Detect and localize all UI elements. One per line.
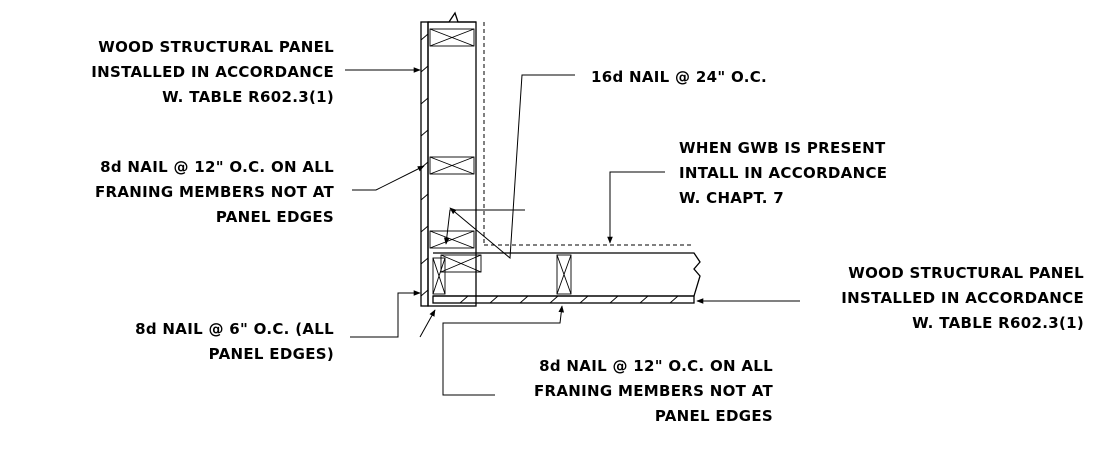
leader-8d-12-floor bbox=[442, 305, 565, 396]
wall-sheathing-hatch bbox=[420, 33, 429, 297]
callout-16d-nail-line1: 16d NAIL @ 24" O.C. bbox=[591, 68, 767, 86]
leader-16d-nail-2 bbox=[443, 209, 525, 245]
callout-wsp-floor: WOOD STRUCTURAL PANEL INSTALLED IN ACCOR… bbox=[841, 264, 1084, 332]
callout-8d-12-floor-line1: 8d NAIL @ 12" O.C. ON ALL bbox=[539, 357, 773, 375]
horizontal-member bbox=[432, 244, 701, 304]
callout-wsp-floor-line1: WOOD STRUCTURAL PANEL bbox=[848, 264, 1084, 282]
callout-8d-12-wall: 8d NAIL @ 12" O.C. ON ALL FRANING MEMBER… bbox=[95, 158, 334, 226]
floor-blocking bbox=[432, 254, 572, 295]
callout-8d-12-floor-line3: PANEL EDGES bbox=[655, 407, 773, 425]
vertical-wall bbox=[420, 11, 485, 307]
floor-sheathing-panel bbox=[432, 295, 695, 304]
leader-8d-6 bbox=[350, 290, 421, 338]
floor-sheathing-hatch bbox=[459, 295, 679, 304]
leader-lines bbox=[345, 67, 800, 396]
leader-8d-6-2 bbox=[419, 309, 436, 338]
callout-gwb: WHEN GWB IS PRESENT INTALL IN ACCORDANCE… bbox=[679, 139, 887, 207]
leader-16d-nail bbox=[449, 74, 575, 260]
callout-8d-12-wall-line3: PANEL EDGES bbox=[216, 208, 334, 226]
callout-gwb-line3: W. CHAPT. 7 bbox=[679, 189, 784, 207]
leader-gwb bbox=[607, 171, 665, 244]
callout-wsp-wall: WOOD STRUCTURAL PANEL INSTALLED IN ACCOR… bbox=[91, 38, 334, 106]
callout-wsp-floor-line2: INSTALLED IN ACCORDANCE bbox=[841, 289, 1084, 307]
callout-wsp-floor-line3: W. TABLE R602.3(1) bbox=[912, 314, 1084, 332]
callout-wsp-wall-line1: WOOD STRUCTURAL PANEL bbox=[98, 38, 334, 56]
break-line-top bbox=[428, 11, 476, 23]
callout-gwb-line1: WHEN GWB IS PRESENT bbox=[679, 139, 886, 157]
wall-stud bbox=[427, 21, 477, 307]
callout-8d-12-wall-line2: FRANING MEMBERS NOT AT bbox=[95, 183, 334, 201]
callout-16d-nail: 16d NAIL @ 24" O.C. bbox=[591, 68, 767, 86]
callout-8d-6: 8d NAIL @ 6" O.C. (ALL PANEL EDGES) bbox=[135, 320, 334, 363]
callout-8d-12-wall-line1: 8d NAIL @ 12" O.C. ON ALL bbox=[100, 158, 334, 176]
callout-8d-12-floor-line2: FRANING MEMBERS NOT AT bbox=[534, 382, 773, 400]
callout-gwb-line2: INTALL IN ACCORDANCE bbox=[679, 164, 887, 182]
callout-wsp-wall-line2: INSTALLED IN ACCORDANCE bbox=[91, 63, 334, 81]
leader-8d-12-wall bbox=[352, 165, 425, 191]
floor-joist bbox=[433, 252, 701, 297]
callout-8d-6-line1: 8d NAIL @ 6" O.C. (ALL bbox=[135, 320, 334, 338]
callout-wsp-wall-line3: W. TABLE R602.3(1) bbox=[162, 88, 334, 106]
callout-8d-12-floor: 8d NAIL @ 12" O.C. ON ALL FRANING MEMBER… bbox=[534, 357, 773, 425]
callout-8d-6-line2: PANEL EDGES) bbox=[209, 345, 334, 363]
wall-blocking bbox=[429, 28, 475, 249]
